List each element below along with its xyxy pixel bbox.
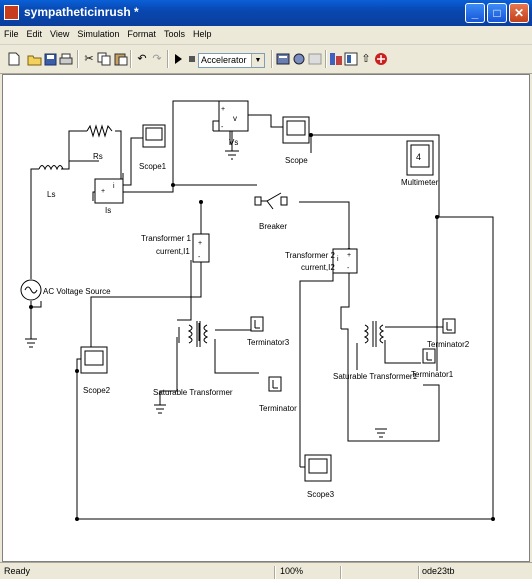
menu-simulation[interactable]: Simulation (77, 29, 120, 39)
menu-file[interactable]: File (4, 29, 19, 39)
multimeter-block[interactable]: 4 Multimeter (401, 140, 439, 187)
solver-name: ode23tb (422, 566, 455, 576)
is-plus: + (101, 188, 105, 195)
vs-port-label: v (233, 114, 237, 123)
menu-bar: File Edit View Simulation Format Tools Help (0, 26, 532, 45)
ac-source-label: AC Voltage Source (43, 287, 111, 296)
t2-minus: - (347, 265, 350, 272)
menu-help[interactable]: Help (192, 29, 212, 39)
current-measurement-is[interactable]: i + Is (94, 178, 124, 215)
menu-tools[interactable]: Tools (163, 29, 185, 39)
terminator3-block[interactable]: Terminator3 (247, 316, 290, 347)
current-measurement-transformer2[interactable]: i + - Transformer 2 current,I2 (285, 248, 358, 274)
open-icon[interactable] (26, 51, 42, 67)
simulation-mode-value: Accelerator (201, 55, 247, 65)
debugger-icon[interactable] (373, 51, 389, 67)
scope-block[interactable]: Scope (282, 116, 310, 165)
scope2-label: Scope2 (83, 386, 111, 395)
print-icon[interactable] (58, 51, 74, 67)
redo-icon[interactable]: ↷ (152, 53, 162, 65)
scope2-block[interactable]: Scope2 (80, 346, 111, 395)
update-icon[interactable] (307, 51, 323, 67)
model-explorer-icon[interactable] (343, 51, 359, 67)
new-icon[interactable] (6, 51, 22, 67)
current-i1-label: current,I1 (156, 247, 190, 256)
start-icon[interactable] (170, 51, 186, 67)
terminator-block[interactable]: Terminator (259, 376, 297, 413)
resistor-rs[interactable]: Rs (86, 124, 113, 161)
current-i2-label: current,I2 (301, 263, 335, 272)
toolbar: ✂ ↶ ↷ ⇧ (0, 45, 532, 74)
up-icon[interactable]: ⇧ (361, 53, 371, 65)
library-icon[interactable] (328, 51, 344, 67)
minimize-button[interactable]: _ (465, 3, 485, 23)
scope-label: Scope (285, 156, 308, 165)
vs-label: Vs (229, 138, 238, 147)
terminator-label: Terminator (259, 404, 297, 413)
is-label: Is (105, 206, 111, 215)
terminator2-block[interactable]: Terminator2 (427, 318, 470, 349)
transformer1-label: Transformer 1 (141, 234, 191, 243)
current-measurement-transformer1[interactable]: + - Transformer 1 current,I1 (141, 233, 210, 263)
undo-icon[interactable]: ↶ (137, 53, 147, 65)
saturable-transformer1-block[interactable]: Saturable Transformer1 (333, 321, 418, 381)
cut-icon[interactable]: ✂ (84, 53, 94, 65)
voltage-measurement-vs[interactable]: v + - Vs (218, 100, 249, 147)
simulink-app-icon[interactable] (4, 5, 19, 20)
ac-voltage-source[interactable]: AC Voltage Source (20, 279, 111, 301)
breaker-block[interactable]: Breaker (254, 192, 288, 231)
breaker-label: Breaker (259, 222, 287, 231)
menu-view[interactable]: View (50, 29, 70, 39)
paste-icon[interactable] (113, 51, 129, 67)
t2-port-label: i (337, 256, 339, 263)
multimeter-label: Multimeter (401, 178, 439, 187)
vs-plus: + (221, 106, 225, 113)
title-bar: sympatheticinrush * _ □ ✕ (0, 0, 532, 26)
t2-plus: + (347, 252, 351, 259)
save-icon[interactable] (42, 51, 58, 67)
scope3-block[interactable]: Scope3 (304, 454, 335, 499)
model-canvas[interactable]: Ls Rs Scope1 i + Is v + - Vs Scope 4 Mul… (2, 74, 530, 562)
multimeter-value: 4 (416, 152, 421, 162)
scope3-label: Scope3 (307, 490, 335, 499)
window-title: sympatheticinrush * (24, 5, 139, 19)
simulation-mode-select[interactable]: Accelerator ▼ (198, 53, 265, 68)
saturable-transformer-block[interactable]: Saturable Transformer (153, 321, 233, 397)
t1-minus: - (198, 254, 201, 261)
vs-minus: - (221, 124, 224, 131)
scope1-block[interactable]: Scope1 (139, 124, 167, 171)
terminator1-block[interactable]: Terminator1 (411, 348, 454, 379)
status-bar: Ready 100% ode23tb (0, 562, 532, 579)
transformer2-label: Transformer 2 (285, 251, 335, 260)
rs-label: Rs (93, 152, 103, 161)
terminator1-label: Terminator1 (411, 370, 454, 379)
terminator3-label: Terminator3 (247, 338, 290, 347)
stop-icon[interactable] (184, 51, 200, 67)
saturable-transformer1-label: Saturable Transformer1 (333, 372, 418, 381)
terminator2-label: Terminator2 (427, 340, 470, 349)
copy-icon[interactable] (96, 51, 112, 67)
inductor-ls[interactable]: Ls (38, 165, 64, 200)
zoom-level: 100% (280, 566, 304, 576)
t1-plus: + (198, 240, 202, 247)
saturable-transformer-label: Saturable Transformer (153, 388, 233, 397)
close-button[interactable]: ✕ (509, 3, 529, 23)
chevron-down-icon[interactable]: ▼ (251, 54, 264, 67)
build-icon[interactable] (275, 51, 291, 67)
scope1-label: Scope1 (139, 162, 167, 171)
debug-icon[interactable] (291, 51, 307, 67)
is-port-label: i (113, 183, 115, 190)
menu-edit[interactable]: Edit (26, 29, 43, 39)
ls-label: Ls (47, 190, 55, 199)
menu-format[interactable]: Format (127, 29, 156, 39)
status-text: Ready (4, 566, 31, 576)
maximize-button[interactable]: □ (487, 3, 507, 23)
